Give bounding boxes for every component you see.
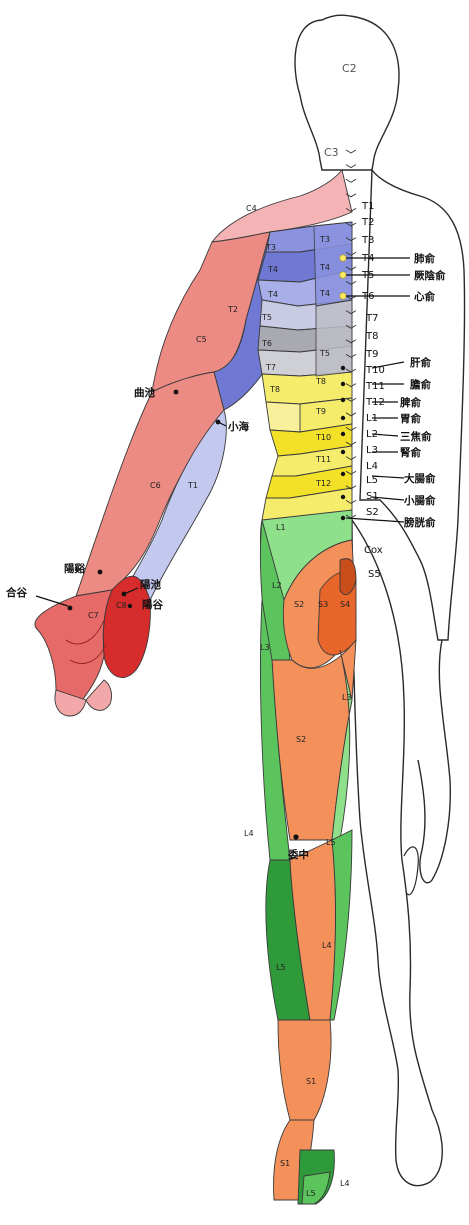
danshu-point	[341, 382, 345, 386]
region-label-t6: T6	[261, 339, 272, 348]
xinshu-label: 心俞	[414, 290, 435, 303]
foot-label-l4: L4	[340, 1179, 350, 1188]
leg-label-l2: L2	[272, 581, 282, 590]
region-label-t4rr: T4	[319, 289, 330, 298]
spine-label-t7: T7	[365, 313, 378, 324]
region-label-t5: T5	[261, 313, 272, 322]
region-label-c7: C7	[88, 611, 99, 620]
xiaohai-label: 小海	[227, 420, 249, 433]
shenshu-label: 腎俞	[400, 446, 421, 459]
jueyinshu-point	[340, 272, 346, 278]
region-label-t4r: T4	[319, 263, 330, 272]
region-label-t3: T3	[265, 243, 276, 252]
region-label-t8: T8	[269, 385, 280, 394]
region-label-t4b: T4	[267, 290, 278, 299]
yanggu-point	[128, 604, 132, 608]
ganshu-point	[341, 366, 345, 370]
weishu-point	[341, 416, 345, 420]
hegu-point	[68, 606, 73, 611]
leg-label-s2b: S2	[296, 735, 306, 744]
spine-label-l4: L4	[366, 461, 378, 472]
feishu-point	[340, 255, 346, 261]
hegu-label: 合谷	[5, 586, 27, 599]
spine-label-l3: L3	[366, 445, 378, 456]
pangguangshu-label: 膀胱俞	[403, 516, 436, 529]
spine-label-t3: T3	[361, 235, 374, 246]
spine-label-t9: T9	[365, 349, 378, 360]
region-label-c6: C6	[150, 481, 161, 490]
region-label-c8: C8	[116, 601, 127, 610]
foot-label-s1a: S1	[306, 1077, 316, 1086]
spine-label-s5: S5	[368, 569, 381, 580]
leg-label-l3r: L3	[342, 693, 352, 702]
foot-label-s1b: S1	[280, 1159, 290, 1168]
region-label-c4: C4	[246, 204, 257, 213]
xinshu-point	[340, 293, 346, 299]
leg-label-s3: S3	[318, 600, 328, 609]
sanjiaoshu-label: 三焦俞	[400, 430, 432, 443]
spine-label-cox: Cox	[364, 545, 383, 556]
region-label-t3r: T3	[319, 235, 330, 244]
yangchi-label: 陽池	[140, 578, 161, 591]
region-label-t12: T12	[315, 479, 331, 488]
weizhong-point	[293, 834, 298, 839]
leg-label-s2a: S2	[294, 600, 304, 609]
yangxi-point	[98, 570, 103, 575]
region-label-t8r: T8	[315, 377, 326, 386]
vertebra-tick	[346, 179, 356, 182]
region-label-l1: L1	[276, 523, 286, 532]
spine-label-s2: S2	[366, 507, 379, 518]
jueyinshu-label: 厥陰俞	[414, 269, 446, 282]
xiaochangshu-label: 小腸俞	[403, 494, 436, 507]
shenshu-point	[341, 450, 345, 454]
spine-label-t8: T8	[365, 331, 378, 342]
region-label-t1: T1	[187, 481, 198, 490]
foot-label-l5: L5	[306, 1189, 316, 1198]
region-label-t9: T9	[315, 407, 326, 416]
pangguangshu-point	[341, 516, 345, 520]
xiaochangshu-point	[341, 495, 345, 499]
yanggu-label: 陽谷	[142, 598, 163, 611]
pishu-label: 脾俞	[400, 396, 421, 409]
ganshu-label: 肝俞	[410, 356, 431, 369]
leg-label-l5: L5	[326, 838, 336, 847]
region-label-t7: T7	[265, 363, 276, 372]
danshu-label: 膽俞	[410, 378, 431, 391]
spine-label-t1: T1	[361, 201, 374, 212]
sanjiaoshu-point	[341, 432, 345, 436]
region-label-t5r: T5	[319, 349, 330, 358]
dachangshu-point	[341, 472, 345, 476]
region-label-c5: C5	[196, 335, 207, 344]
feishu-label: 肺俞	[414, 252, 435, 265]
weizhong-label: 委中	[287, 848, 309, 861]
yangxi-label: 陽谿	[64, 562, 85, 575]
c3-label: C3	[324, 146, 339, 159]
pishu-point	[341, 398, 345, 402]
leg-label-l5b: L5	[276, 963, 286, 972]
region-label-t4: T4	[267, 265, 278, 274]
region-label-t11: T11	[315, 455, 331, 464]
region-label-t2: T2	[227, 305, 238, 314]
dachangshu-label: 大腸俞	[404, 472, 436, 485]
quchi-point	[174, 390, 179, 395]
leg-label-l3: L3	[260, 643, 270, 652]
spine-label-t2: T2	[361, 217, 374, 228]
region-label-t10: T10	[315, 433, 331, 442]
weishu-label: 胃俞	[400, 412, 421, 425]
quchi-label: 曲池	[134, 386, 155, 399]
c2-label: C2	[342, 62, 357, 75]
leg-label-s4: S4	[340, 600, 350, 609]
spine-label-t11: T11	[365, 381, 385, 392]
leg-label-l4b: L4	[322, 941, 332, 950]
leg-label-l4: L4	[244, 829, 254, 838]
